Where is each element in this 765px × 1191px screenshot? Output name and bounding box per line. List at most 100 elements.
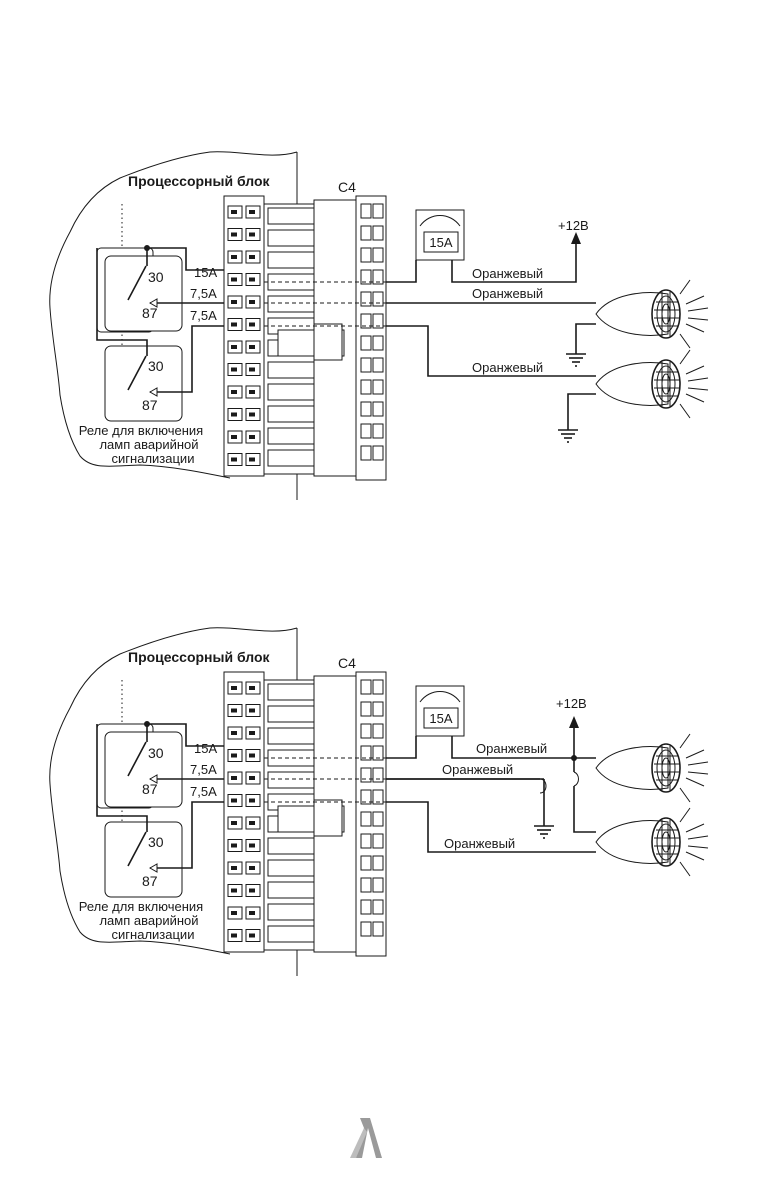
connector-cell: [267, 405, 315, 423]
connector-latch: [313, 323, 343, 361]
lamp-2: [595, 349, 709, 419]
fuse: 15A: [415, 685, 465, 737]
connector-cell: [267, 837, 315, 855]
connector-cell: [360, 723, 372, 739]
wire-label-2: Оранжевый: [442, 762, 513, 777]
connector-cell: [372, 855, 384, 871]
connector-cell: [372, 247, 384, 263]
connector-cell: [360, 701, 372, 717]
connector-cell: [372, 291, 384, 307]
ground-2: [557, 419, 579, 443]
relay-caption-1: Реле для включения: [79, 423, 203, 438]
connector-cell: [360, 357, 372, 373]
connector-cell: [360, 767, 372, 783]
relay-caption-1: Реле для включения: [79, 899, 203, 914]
wire-label-1: Оранжевый: [472, 266, 543, 281]
connector-cell: [360, 811, 372, 827]
connector-cell: [372, 423, 384, 439]
connector-cell: [372, 701, 384, 717]
connector-cell: [372, 723, 384, 739]
connector-cell: [372, 313, 384, 329]
connector-cell: [267, 229, 315, 247]
connector-cell: [372, 379, 384, 395]
connector-cell: [360, 269, 372, 285]
connector-cell: [267, 251, 315, 269]
relay-bottom-30: 30: [148, 834, 164, 850]
relay-top-87: 87: [142, 781, 158, 797]
connector-cell: [372, 899, 384, 915]
connector-cell: [267, 383, 315, 401]
connector-cell: [360, 445, 372, 461]
wire-label-2: Оранжевый: [472, 286, 543, 301]
diagram-2: Процессорный блок 30 87 30 87 Реле для в…: [49, 627, 709, 976]
connector-cell: [267, 859, 315, 877]
connector-label: C4: [338, 179, 356, 195]
connector-cell: [360, 291, 372, 307]
relay-bottom: [104, 345, 183, 422]
connector-cell: [372, 445, 384, 461]
connector-cell: [360, 899, 372, 915]
connector-cell: [267, 207, 315, 225]
connector-cell: [372, 335, 384, 351]
relay-bottom-87: 87: [142, 397, 158, 413]
connector-cell: [360, 423, 372, 439]
connector-cell: [372, 357, 384, 373]
lamp-1: [595, 279, 709, 349]
relay-caption-3: сигнализации: [112, 451, 195, 466]
connector-cell: [360, 225, 372, 241]
fuse: 15A: [415, 209, 465, 261]
connector-cell: [267, 771, 315, 789]
ground-1: [565, 343, 587, 367]
lamp-1: [595, 733, 709, 803]
relay-top-30: 30: [148, 745, 164, 761]
connector-cell: [360, 833, 372, 849]
connector-cell: [267, 903, 315, 921]
relay-caption-2: ламп аварийной: [99, 913, 198, 928]
connector-cell: [360, 335, 372, 351]
lamp-2: [595, 807, 709, 877]
connector-cell: [360, 921, 372, 937]
fuse-label: 15A: [429, 711, 452, 726]
connector-cell: [267, 925, 315, 943]
feed-7-5a-2: 7,5A: [190, 784, 217, 799]
connector-cell: [360, 877, 372, 893]
connector-cell: [267, 727, 315, 745]
connector-cell: [372, 679, 384, 695]
connector-cell: [372, 203, 384, 219]
connector-cell: [360, 401, 372, 417]
relay-top-30: 30: [148, 269, 164, 285]
terminal-strip: [223, 671, 265, 953]
feed-7-5a-1: 7,5A: [190, 762, 217, 777]
processor-label: Процессорный блок: [128, 173, 271, 189]
fuse-label: 15A: [429, 235, 452, 250]
connector-cell: [267, 705, 315, 723]
connector-label: C4: [338, 655, 356, 671]
connector-cell: [372, 811, 384, 827]
connector-cell: [267, 449, 315, 467]
relay-bottom-30: 30: [148, 358, 164, 374]
wire-label-1: Оранжевый: [476, 741, 547, 756]
connector-latch: [313, 799, 343, 837]
connector-cell: [360, 679, 372, 695]
feed-7-5a-1: 7,5A: [190, 286, 217, 301]
connector-cell: [267, 683, 315, 701]
wire-label-3: Оранжевый: [472, 360, 543, 375]
relay-caption-3: сигнализации: [112, 927, 195, 942]
connector-cell: [372, 225, 384, 241]
connector-cell: [372, 767, 384, 783]
connector-cell: [372, 269, 384, 285]
connector-cell: [360, 203, 372, 219]
connector-cell: [360, 745, 372, 761]
connector-cell: [372, 789, 384, 805]
connector-cell: [372, 921, 384, 937]
connector-cell: [360, 379, 372, 395]
connector-cell: [360, 855, 372, 871]
diagram-1: Процессорный блок 30 87 30 87 Реле для в…: [49, 151, 709, 500]
relay-top-87: 87: [142, 305, 158, 321]
feed-7-5a-2: 7,5A: [190, 308, 217, 323]
processor-label: Процессорный блок: [128, 649, 271, 665]
terminal-strip: [223, 195, 265, 477]
wire-label-3: Оранжевый: [444, 836, 515, 851]
connector-cell: [267, 361, 315, 379]
